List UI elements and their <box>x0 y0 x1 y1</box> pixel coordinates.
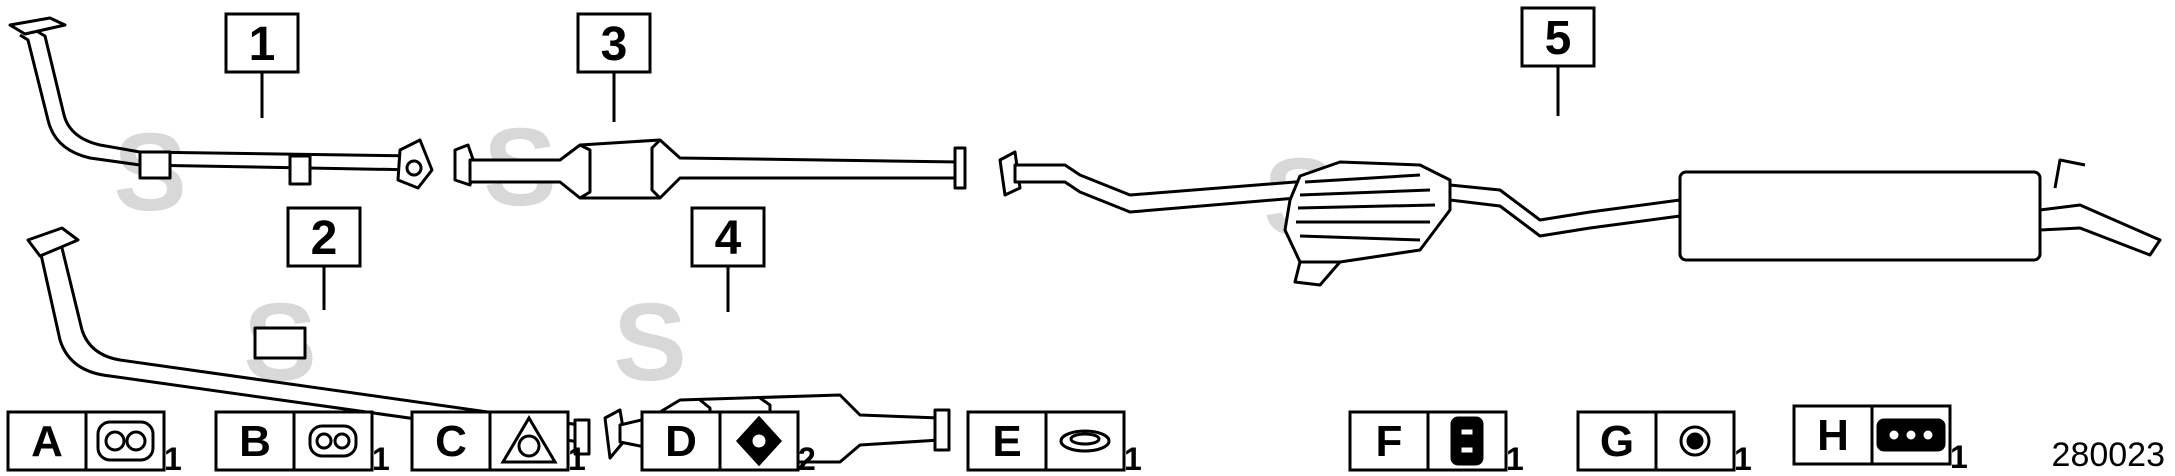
legend-letter: D <box>665 417 697 466</box>
legend-item-a[interactable]: A 1 <box>6 410 182 476</box>
legend-letter: C <box>435 417 467 466</box>
rubber-ring-icon <box>1679 425 1711 457</box>
callout-3[interactable]: 3 <box>576 12 652 122</box>
part-1-front-pipe[interactable] <box>8 16 434 190</box>
legend-letter: F <box>1376 417 1403 466</box>
double-ring-gasket-icon <box>308 424 358 458</box>
callout-5[interactable]: 5 <box>1520 6 1596 116</box>
legend-item-e[interactable]: E 1 <box>966 410 1142 476</box>
legend-qty: 1 <box>164 441 182 476</box>
legend-item-h[interactable]: H 1 <box>1792 404 1968 475</box>
legend-qty: 1 <box>1124 441 1142 476</box>
watermark: S <box>613 281 686 404</box>
legend-item-f[interactable]: F 1 <box>1348 410 1524 476</box>
callout-4[interactable]: 4 <box>690 206 766 312</box>
callout-label: 2 <box>311 212 338 265</box>
legend-letter: A <box>31 417 63 466</box>
legend-letter: G <box>1600 417 1634 466</box>
diamond-flange-gasket-icon <box>735 415 783 467</box>
rubber-hanger-icon <box>1450 416 1484 466</box>
ring-seal-icon <box>1059 429 1111 453</box>
callout-1[interactable]: 1 <box>224 12 300 118</box>
legend-letter: H <box>1817 411 1849 460</box>
legend-letter: E <box>992 417 1021 466</box>
part-3-catalytic-pipe[interactable] <box>453 138 967 200</box>
legend-item-g[interactable]: G 1 <box>1576 410 1752 476</box>
legend-qty: 1 <box>1950 439 1968 475</box>
legend-qty: 1 <box>372 441 390 476</box>
callout-2[interactable]: 2 <box>286 206 362 310</box>
legend-letter: B <box>239 417 271 466</box>
legend-qty: 1 <box>1506 441 1524 476</box>
double-port-gasket-icon <box>96 420 155 462</box>
legend-item-b[interactable]: B 1 <box>214 410 390 476</box>
part-5-rear-silencer[interactable] <box>998 150 2162 287</box>
callout-label: 4 <box>715 212 742 265</box>
document-number: 280023 <box>2052 436 2165 474</box>
legend-item-d[interactable]: D 2 <box>640 410 816 476</box>
triple-hole-mount-icon <box>1876 418 1946 452</box>
callout-label: 1 <box>249 18 276 71</box>
legend-item-c[interactable]: C 1 <box>410 410 586 476</box>
legend-qty: 1 <box>568 441 586 476</box>
callout-label: 5 <box>1545 12 1572 65</box>
legend-qty: 1 <box>1734 441 1752 476</box>
callout-label: 3 <box>601 18 628 71</box>
triangle-flange-gasket-icon <box>500 415 558 464</box>
legend-qty: 2 <box>798 441 816 476</box>
